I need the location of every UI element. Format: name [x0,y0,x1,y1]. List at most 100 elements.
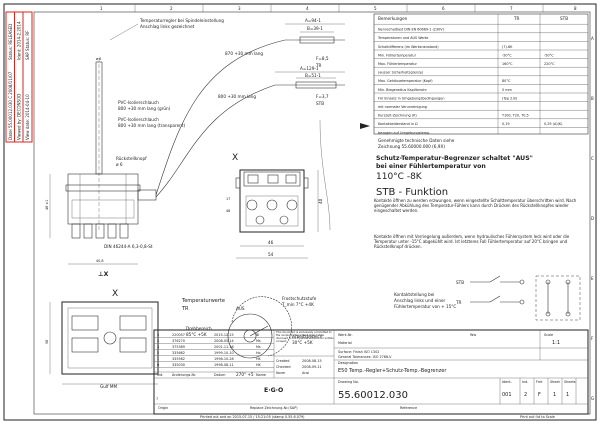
spec-cell-name: Schaltdifferenz (im Werksneustand) [378,45,439,49]
label-drehbereich-val: 85°C +5K [186,332,207,337]
spec-cell-name: Temperaturen und AUS Werte [377,36,428,40]
rev-cell-i: 4 [157,339,159,343]
spec-cell-name: bezogen auf Umgebungstemp. [378,131,430,135]
schematic-stb-label: STB [456,280,464,285]
rev-cell-i: 2 [157,351,159,355]
rev-h-no: Änderungs-Nr. [172,372,196,377]
dim-7: 7 [156,397,158,401]
ident-label: Ident. [502,380,512,384]
protect-note: This document is exclusively committed t… [276,331,334,343]
dim-side: 58 [45,340,49,344]
drw-checked-v: 2008-09-11 [302,365,322,369]
label-tr-probe: TR [315,63,322,68]
label-a129: A=129-1 [300,66,319,71]
company-logo: E·G·O [264,387,283,394]
spec-rows: Nennschaltlast DIN EN 60669-1 (230V)Temp… [374,24,588,135]
capillary-lines: 870 +30 mm lang 800 +30 mm lang A=94-1 B… [155,18,345,231]
label-dim-shaft: ø 6 [96,57,101,61]
stamp-line-6: SAP Status: RF [25,30,30,60]
drw-designation-label: Designation [338,361,358,365]
grid-col-ticks [134,4,544,12]
sheet-label: Sheet [550,380,560,384]
label-pvc-2b: 800 +30 mm lang (transparent) [118,123,185,128]
rev-cell-no: 335662 [172,351,185,355]
rev-h-ind: Ind. [157,373,163,377]
drw-general-tol: General Tolerances: ISO 2768-V [338,355,392,359]
label-rueckstell-dim: ø 6 [116,162,123,167]
schutz-line-3: 110°C -8K [376,172,423,182]
spec-cell-tr: (7)-6K [502,45,513,49]
stamp-line-4: View date: 2014-04-10 [25,94,30,140]
footer-right: Print out fut to Scale [520,415,555,419]
rev-cell-no: 335562 [172,357,185,361]
drw-checked: Checked [276,365,291,369]
label-gulf: Gulf MM [100,384,117,389]
spec-cell-name: (ausser Sicherheitsgrenze) [378,71,424,75]
dim-17: 17 [226,197,230,201]
label-arbeits-val: 30°C +5K [292,340,313,345]
rev-cell-date: 1998-10-28 [214,357,234,361]
label-frost: Frostschutzstufe [282,296,317,301]
grid-row-b: B [591,96,594,101]
spec-cell-tr: 0,19 [502,122,510,126]
grid-row-e: E [591,276,594,281]
label-temperaturregler: Temperaturregler bei Spindeleinstellung [139,18,224,23]
thermostat-top-view: X Gulf MM 58 7 [45,289,159,401]
spec-cell-tr: 5 mm [502,88,513,92]
origin-label: Origin [158,406,168,410]
grid-col-8: 8 [574,6,577,11]
grid-col-7: 7 [510,6,513,11]
drw-material: Material [338,341,352,345]
schutz-line-1: Schutz-Temperatur-Begrenzer schaltet "AU… [376,155,533,162]
replace-label: Replace Zeichnung-Nr.(SAP) [250,406,298,410]
outer-frame [3,3,597,421]
label-a94: A=94-1 [305,18,321,23]
stb-para-1-wrap: Kontakte öffnen zu werden erzwungen, wen… [374,198,577,214]
section-marker-x: ⊥X [98,271,109,278]
rev-h-name: Name [256,373,266,377]
rev-cell-name: HK [256,357,262,361]
ident-value: 001 [502,392,512,398]
rev-cell-no: 375389 [172,345,185,349]
spec-cell-name: Min. Biegeradius Kapillarrohr [378,88,427,92]
stb-description: Schutz-Temperatur-Begrenzer schaltet "AU… [374,155,577,249]
drw-no-label: Drawing No. [338,380,359,384]
stamp-line-5: Ident: 2014-2.2014 [17,21,22,60]
label-aus: AUS [236,306,245,311]
rev-cell-date: 1998-08-11 [214,363,234,367]
stamp-line-1: Datei 55.00012.030 C 2008/11/07 [8,71,13,140]
label-din: DIN 46244-A 6,3-0,8-St [104,244,153,249]
index-value: 2 [524,392,527,398]
label-x-front: X [232,153,238,163]
grid-col-2: 2 [170,6,173,11]
rev-cell-name: Ms [256,339,261,343]
grid-col-6: 6 [442,6,445,11]
grid-col-3: 3 [238,6,241,11]
sheets-value: 1 [566,392,569,398]
grid-row-a: A [591,36,594,41]
drw-norm: Norm [276,371,286,375]
drw-created: Created [276,359,289,363]
spec-note-2: Zeichnung 55.60000.000 (6,9X) [378,144,445,149]
label-tw-tr: TR [181,306,189,312]
spec-cell-tr: (Typ 2.B) [502,96,518,100]
label-f37: F=3,7 [316,94,329,99]
rev-cell-date: 2015-12-15 [214,333,234,337]
label-drehbereich: Drehbereich [186,326,212,331]
spec-cell-name: Min. Fühlertemperatur [378,53,417,57]
spec-table: Bemerkungen TR STB Nennschaltlast DIN EN… [373,13,589,149]
rev-cell-no: 220057 [172,333,185,337]
dim-48: 48 [226,209,230,213]
label-arbeits: Arbeitsbereich [292,334,323,339]
drw-surface: Surface: Finish ISO 1302 [338,350,379,354]
label-rueckstell: Rückstellknopf [116,156,147,161]
rev-cell-date: 2008-05-14 [214,339,234,343]
stb-para-1: Kontakte öffnen zu werden erzwungen, wen… [374,198,577,214]
label-anschlag: Anschlag links gezeichnet [140,24,195,29]
grid-row-f: F [591,336,594,341]
grid-col-1: 1 [100,6,103,11]
thermostat-front-view: X 46 54 40 17 48 [226,153,323,259]
rev-cell-i: 5 [157,333,159,337]
label-b39: B=39-1 [307,26,323,31]
